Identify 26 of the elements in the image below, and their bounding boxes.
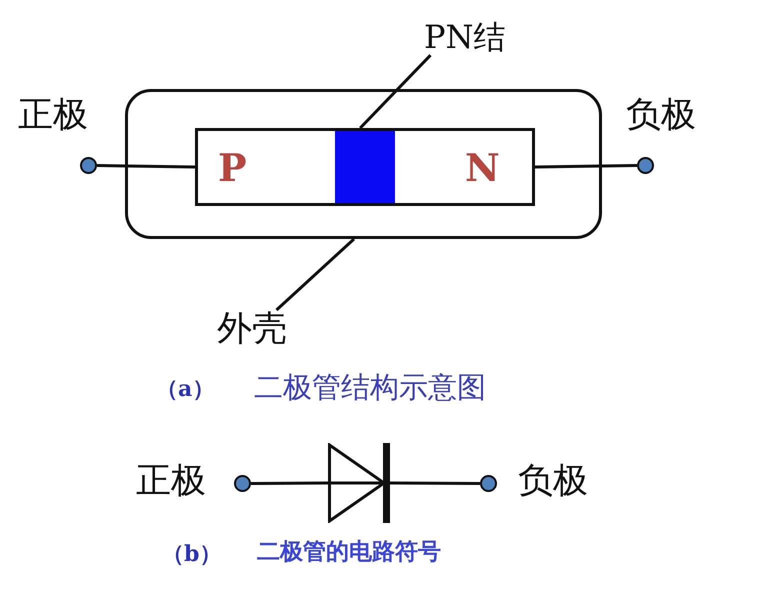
figure-tag: （b）: [162, 542, 222, 566]
region-letter: P: [218, 147, 247, 189]
terminal-icon: [480, 475, 497, 492]
part-label: 外壳: [217, 310, 287, 348]
diode-housing: [125, 89, 602, 239]
n-type-region: [395, 128, 535, 206]
figure-tag: （a）: [156, 377, 214, 402]
leader-line: [359, 54, 432, 130]
terminal-label: 正极: [136, 462, 206, 500]
terminal-icon: [234, 475, 251, 492]
terminal-icon: [80, 157, 97, 174]
terminal-label: 正极: [18, 96, 88, 134]
figure-caption: 二极管的电路符号: [257, 540, 441, 566]
terminal-icon: [637, 157, 654, 174]
pn-junction-block: [335, 128, 395, 206]
diode-symbol: [328, 443, 390, 523]
leader-line: [275, 238, 356, 312]
part-label: PN结: [424, 20, 506, 56]
wire: [250, 482, 328, 485]
wire: [534, 164, 638, 168]
wire: [390, 482, 480, 485]
region-letter: N: [465, 147, 500, 189]
terminal-label: 负极: [518, 462, 588, 500]
figure-caption: 二极管结构示意图: [254, 372, 486, 404]
wire: [96, 164, 196, 168]
terminal-label: 负极: [626, 96, 696, 134]
